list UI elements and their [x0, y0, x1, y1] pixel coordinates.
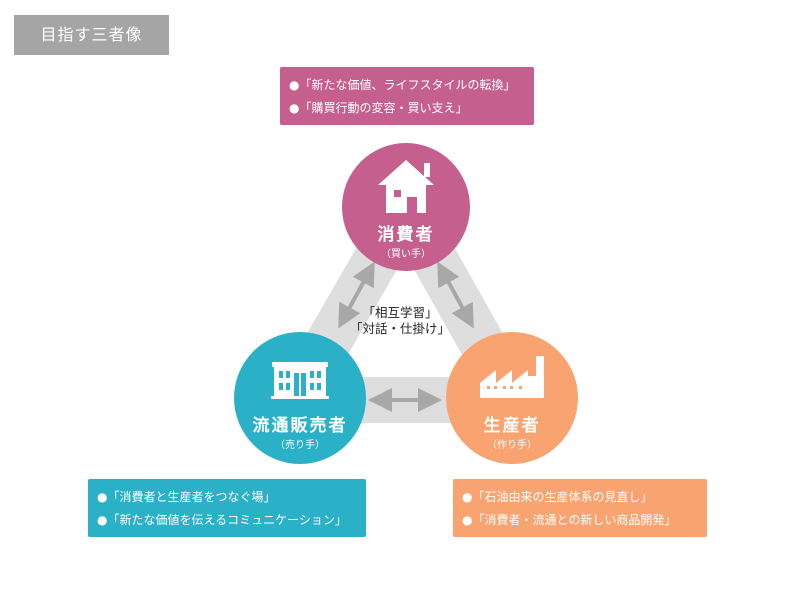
center-line-1: 「相互学習」	[362, 305, 438, 320]
factory-icon	[480, 356, 544, 398]
consumer-note-1: ●「新たな価値、ライフスタイルの転換」	[289, 78, 516, 92]
retail-note-2: ●「新たな価値を伝えるコミュニケーション」	[97, 513, 347, 527]
consumer-label: 消費者 （買い手）	[346, 220, 466, 260]
arrow-consumer-producer	[437, 261, 474, 329]
retail-note-box: ●「消費者と生産者をつなぐ場」 ●「新たな価値を伝えるコミュニケーション」	[88, 479, 366, 537]
center-line-2: 「対話・仕掛け」	[349, 321, 450, 336]
arrow-consumer-retail	[338, 261, 375, 329]
retail-subtitle: （売り手）	[275, 440, 325, 451]
consumer-subtitle: （買い手）	[381, 249, 431, 260]
consumer-title: 消費者	[377, 225, 435, 245]
consumer-note-2: ●「購買行動の変容・買い支え」	[289, 101, 468, 115]
retail-note-1: ●「消費者と生産者をつなぐ場」	[97, 490, 276, 504]
page-title: 目指す三者像	[14, 15, 169, 55]
retail-title: 流通販売者	[252, 416, 348, 436]
house-icon	[378, 160, 434, 213]
retail-label: 流通販売者 （売り手）	[240, 411, 360, 451]
producer-note-box: ●「石油由来の生産体系の見直し」 ●「消費者・流通との新しい商品開発」	[453, 479, 707, 537]
producer-title: 生産者	[483, 416, 541, 436]
producer-subtitle: （作り手）	[487, 440, 537, 451]
producer-label: 生産者 （作り手）	[452, 411, 572, 451]
center-label: 「相互学習」 「対話・仕掛け」	[330, 305, 470, 337]
consumer-note-box: ●「新たな価値、ライフスタイルの転換」 ●「購買行動の変容・買い支え」	[280, 67, 534, 125]
producer-note-2: ●「消費者・流通との新しい商品開発」	[462, 513, 677, 527]
building-icon	[271, 362, 329, 399]
producer-note-1: ●「石油由来の生産体系の見直し」	[462, 490, 653, 504]
